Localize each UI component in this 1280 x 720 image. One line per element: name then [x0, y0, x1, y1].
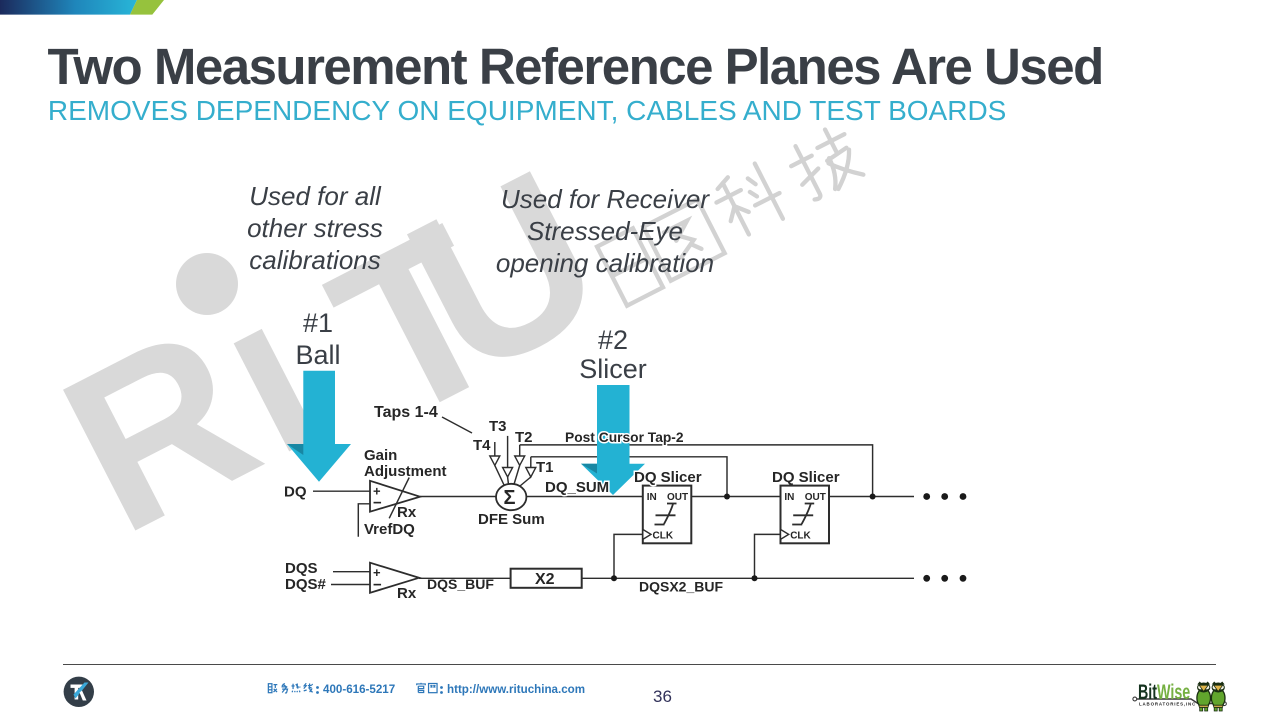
svg-text:DQ_SUM: DQ_SUM: [545, 479, 609, 496]
svg-text:X2: X2: [535, 571, 555, 588]
svg-text:DQSX2_BUF: DQSX2_BUF: [639, 579, 723, 595]
svg-text:DQ Slicer: DQ Slicer: [772, 469, 840, 486]
svg-text:Rx: Rx: [397, 585, 417, 602]
svg-text:CLK: CLK: [653, 531, 674, 542]
svg-text:Rx: Rx: [397, 504, 417, 521]
svg-text:DQS_BUF: DQS_BUF: [427, 576, 494, 592]
svg-text:T3: T3: [489, 418, 507, 435]
svg-text:IN: IN: [647, 492, 657, 503]
svg-text:BitWise: BitWise: [1138, 680, 1190, 703]
svg-text:T4: T4: [473, 437, 491, 454]
svg-text:DFE Sum: DFE Sum: [478, 511, 545, 528]
svg-text:Σ: Σ: [504, 487, 516, 509]
svg-text:CLK: CLK: [790, 531, 811, 542]
svg-text:IN: IN: [784, 492, 794, 503]
svg-text:VrefDQ: VrefDQ: [364, 521, 415, 538]
svg-text:−: −: [373, 495, 382, 512]
svg-text:DQ: DQ: [284, 484, 307, 501]
svg-text:Taps 1-4: Taps 1-4: [374, 404, 438, 421]
svg-text:DQS#: DQS#: [285, 576, 327, 593]
svg-text:T1: T1: [536, 459, 554, 476]
svg-text:T2: T2: [515, 429, 533, 446]
svg-text:Gain: Gain: [364, 447, 397, 464]
svg-text:http://www.rituchina.com: http://www.rituchina.com: [447, 683, 585, 696]
svg-text:LABORATORIES,INC: LABORATORIES,INC: [1139, 702, 1196, 707]
svg-text:−: −: [373, 577, 382, 594]
svg-text:400-616-5217: 400-616-5217: [323, 683, 395, 696]
svg-text:OUT: OUT: [805, 492, 826, 503]
svg-text:Adjustment: Adjustment: [364, 463, 447, 480]
svg-text:+: +: [373, 565, 381, 580]
svg-text:OUT: OUT: [667, 492, 688, 503]
svg-text:+: +: [373, 484, 381, 499]
svg-text:DQ Slicer: DQ Slicer: [634, 469, 702, 486]
svg-text:Post Cursor Tap-2: Post Cursor Tap-2: [565, 430, 684, 445]
svg-text:DQS: DQS: [285, 560, 318, 577]
